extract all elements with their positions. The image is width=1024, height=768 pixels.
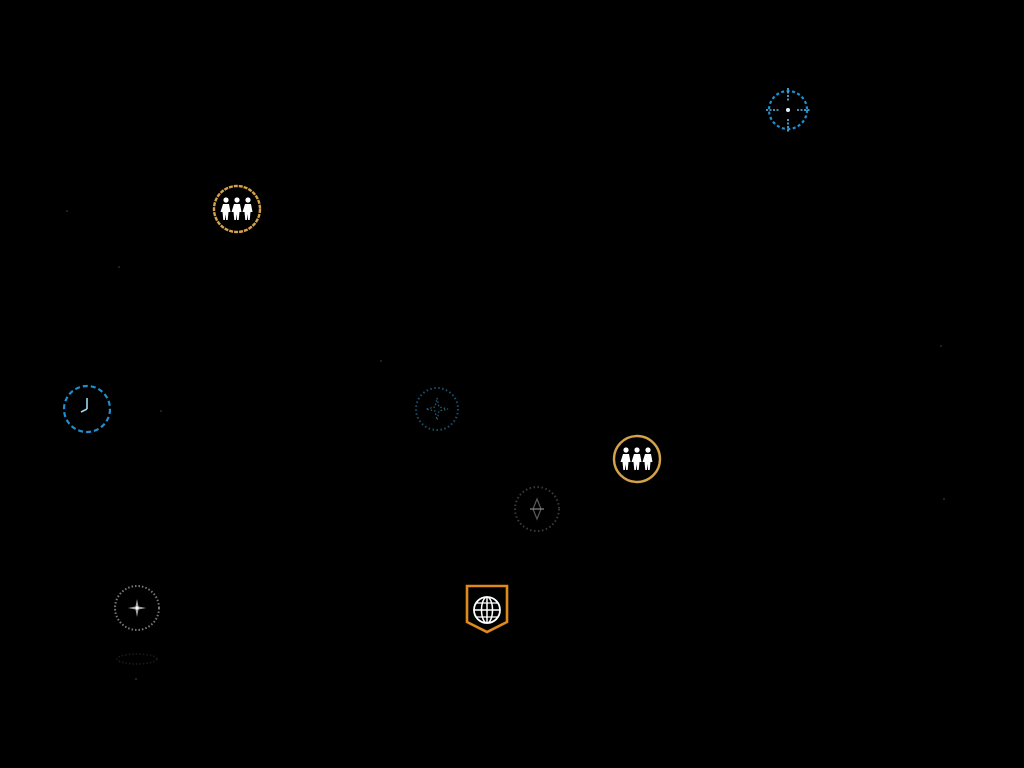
family-icon (612, 434, 662, 484)
background-speck (940, 345, 942, 347)
clock-icon (62, 384, 112, 434)
clock-marker[interactable] (62, 384, 112, 434)
globe-shield-icon (465, 584, 509, 634)
crosshair-marker[interactable] (764, 86, 812, 134)
background-speck (135, 678, 137, 680)
sparkle-marker-dim[interactable] (412, 384, 462, 434)
family-marker[interactable] (612, 434, 662, 484)
sparkle-icon (415, 387, 459, 431)
background-speck (118, 266, 120, 268)
compass-marker-dim[interactable] (512, 484, 562, 534)
sparkle-icon (114, 585, 160, 631)
background-speck (160, 410, 162, 412)
family-marker[interactable] (212, 184, 262, 234)
background-speck (943, 498, 945, 500)
marker-shadow (112, 650, 162, 670)
globe-shield-marker[interactable] (463, 584, 511, 634)
crosshair-icon (766, 88, 810, 132)
compass-icon (514, 486, 560, 532)
background-speck (380, 360, 382, 362)
sparkle-marker-white[interactable] (112, 584, 162, 634)
family-icon (212, 184, 262, 234)
background-speck (66, 210, 68, 212)
